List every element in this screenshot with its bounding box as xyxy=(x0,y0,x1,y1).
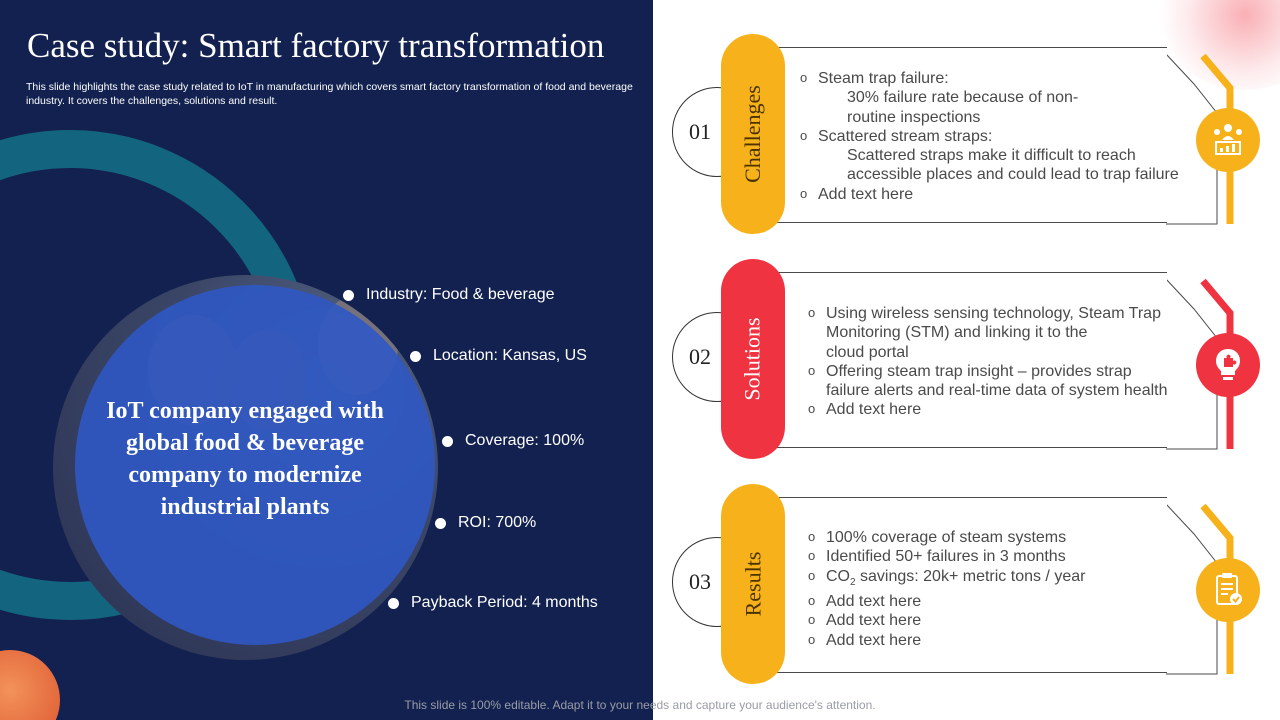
card-results: 03 Results 100% coverage of steam system… xyxy=(672,484,1264,686)
fact-text: ROI: 700% xyxy=(458,514,537,531)
fact-text: Industry: Food & beverage xyxy=(366,286,555,303)
list-item: 100% coverage of steam systems xyxy=(808,527,1218,547)
card-challenges: 01 Challenges Steam trap failure: 30% fa… xyxy=(672,34,1264,236)
headline-circle: IoT company engaged with global food & b… xyxy=(75,285,435,645)
list-item: Add text here xyxy=(808,630,1218,650)
page-title: Case study: Smart factory transformation xyxy=(27,26,605,65)
fact-payback: Payback Period: 4 months xyxy=(388,594,598,612)
label-pill: Results xyxy=(721,484,785,684)
fact-coverage: Coverage: 100% xyxy=(442,432,584,450)
list-item: Offering steam trap insight – provides s… xyxy=(808,361,1218,381)
headline-text: IoT company engaged with global food & b… xyxy=(106,398,384,520)
footer-note: This slide is 100% editable. Adapt it to… xyxy=(404,698,876,712)
lightbulb-puzzle-icon xyxy=(1196,333,1260,397)
card-content: Steam trap failure: 30% failure rate bec… xyxy=(800,68,1210,204)
card-content: Using wireless sensing technology, Steam… xyxy=(808,303,1218,420)
label-pill: Challenges xyxy=(721,34,785,234)
fact-text: Payback Period: 4 months xyxy=(411,594,598,611)
bullet-dot xyxy=(435,517,446,529)
page-subtitle: This slide highlights the case study rel… xyxy=(26,81,633,107)
co2-subscript: 2 xyxy=(850,576,856,588)
fact-text: Location: Kansas, US xyxy=(433,347,587,364)
list-item: 30% failure rate because of non- xyxy=(847,89,1079,107)
fact-roi: ROI: 700% xyxy=(435,514,536,532)
list-item: accessible places and could lead to trap… xyxy=(847,166,1179,184)
list-item: Add text here xyxy=(808,591,1218,611)
list-item: CO2 savings: 20k+ metric tons / year xyxy=(808,566,1218,592)
list-item: routine inspections xyxy=(847,108,981,126)
list-item: Steam trap failure: xyxy=(800,68,1210,88)
fact-industry: Industry: Food & beverage xyxy=(343,286,555,304)
card-number: 02 xyxy=(689,344,711,369)
list-item: Scattered stream straps: xyxy=(800,126,1210,146)
bullet-dot xyxy=(388,597,399,609)
list-item: failure alerts and real-time data of sys… xyxy=(826,382,1168,400)
bullet-dot xyxy=(442,435,453,447)
fact-text: Coverage: 100% xyxy=(465,432,585,449)
bullet-dot xyxy=(410,350,421,362)
card-content: 100% coverage of steam systems Identifie… xyxy=(808,527,1218,650)
card-number: 01 xyxy=(689,119,711,144)
list-item: Monitoring (STM) and linking it to the xyxy=(826,324,1088,342)
report-checklist-icon xyxy=(1196,558,1260,622)
list-item: Add text here xyxy=(808,610,1218,630)
card-label: Challenges xyxy=(740,85,766,183)
co2-text: savings: 20k+ metric tons / year xyxy=(860,567,1086,585)
card-solutions: 02 Solutions Using wireless sensing tech… xyxy=(672,259,1264,461)
card-label: Solutions xyxy=(740,317,766,401)
list-item: cloud portal xyxy=(826,343,909,361)
co2-prefix: CO xyxy=(826,567,850,585)
list-item: Add text here xyxy=(800,184,1210,204)
bullet-dot xyxy=(343,289,354,301)
left-panel: IoT company engaged with global food & b… xyxy=(0,0,653,720)
list-item: Identified 50+ failures in 3 months xyxy=(808,546,1218,566)
list-item: Using wireless sensing technology, Steam… xyxy=(808,303,1218,323)
card-label: Results xyxy=(740,551,766,617)
label-pill: Solutions xyxy=(721,259,785,459)
list-item: Scattered straps make it difficult to re… xyxy=(847,147,1136,165)
card-number: 03 xyxy=(689,569,711,594)
team-presentation-icon xyxy=(1196,108,1260,172)
list-item: Add text here xyxy=(808,399,1218,419)
fact-location: Location: Kansas, US xyxy=(410,347,587,365)
